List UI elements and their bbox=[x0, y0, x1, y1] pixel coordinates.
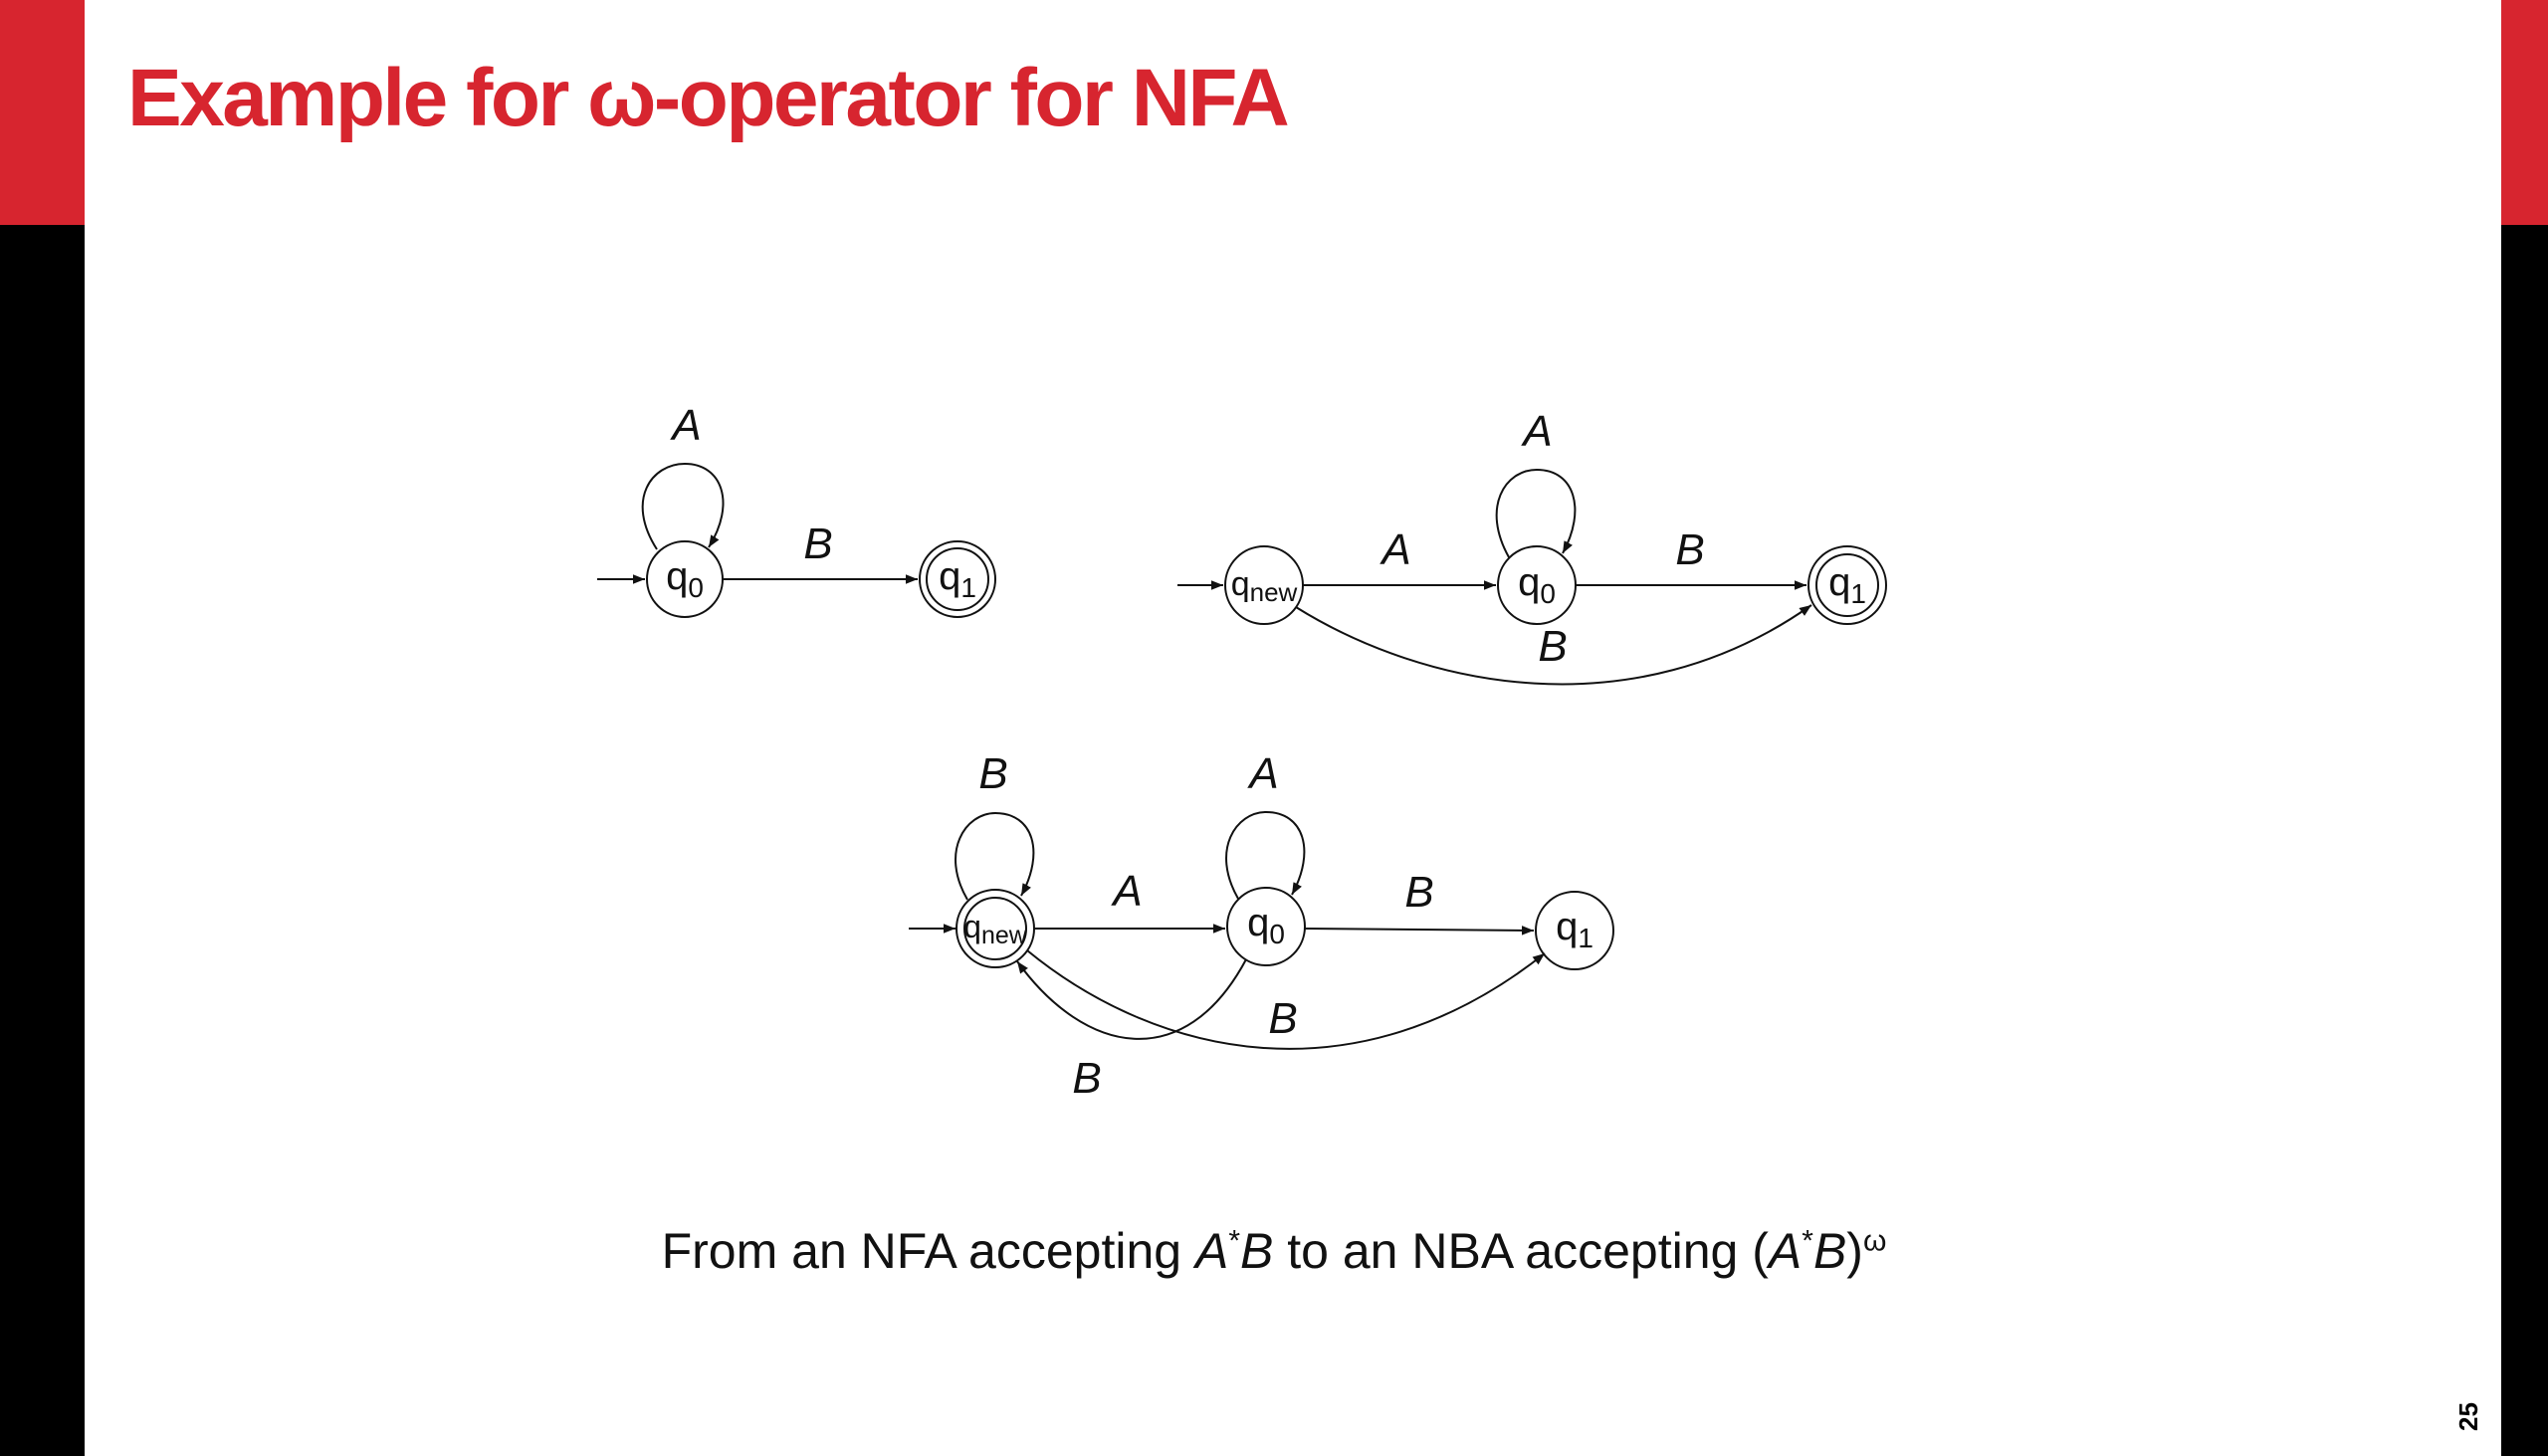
d1-state-q1 bbox=[919, 540, 996, 618]
d3-state-q1-label: q1 bbox=[1556, 905, 1593, 953]
page-number: 25 bbox=[2452, 1402, 2483, 1431]
d1-label-loop-q0: A bbox=[669, 401, 701, 450]
d1-label-q0-q1: B bbox=[803, 520, 832, 568]
d2-label-qnew-q0: A bbox=[1379, 525, 1410, 574]
d3-label-q0-qnew: B bbox=[1072, 1054, 1101, 1103]
diagram-nba bbox=[909, 810, 1614, 1050]
d2-label-loop-q0: A bbox=[1520, 407, 1552, 456]
figure-caption: From an NFA accepting A*B to an NBA acce… bbox=[661, 1223, 1887, 1279]
d2-state-q0-label: q0 bbox=[1518, 560, 1556, 609]
d3-label-loop-q0: A bbox=[1246, 749, 1278, 798]
d3-loop-q0 bbox=[1225, 810, 1306, 900]
d3-state-qnew-accepting-ring bbox=[963, 897, 1027, 960]
d3-state-q1 bbox=[1535, 891, 1614, 970]
d3-state-qnew-label: qnew bbox=[963, 909, 1028, 949]
right-accent-bar bbox=[2501, 0, 2548, 225]
d2-state-q1 bbox=[1807, 545, 1887, 625]
d2-edge-qnew-q1 bbox=[1295, 604, 1812, 686]
d3-label-qnew-q1: B bbox=[1268, 994, 1297, 1043]
d3-edge-q0-qnew bbox=[1016, 958, 1247, 1040]
d3-label-q0-q1: B bbox=[1404, 868, 1433, 917]
d3-loop-qnew bbox=[955, 811, 1035, 901]
d2-state-qnew-label: qnew bbox=[1231, 565, 1298, 607]
d3-edge-qnew-q1 bbox=[1026, 949, 1546, 1050]
d1-state-q1-label: q1 bbox=[939, 554, 976, 603]
slide-title: Example for ω-operator for NFA bbox=[127, 53, 1290, 143]
diagram-nfa bbox=[597, 462, 996, 618]
left-accent-bar bbox=[0, 0, 85, 225]
d3-label-loop-qnew: B bbox=[978, 749, 1007, 798]
slide-canvas bbox=[85, 0, 2501, 1456]
d1-state-q1-accepting-ring bbox=[926, 547, 989, 611]
d3-state-q0-label: q0 bbox=[1247, 901, 1285, 949]
d3-label-qnew-q0: A bbox=[1110, 867, 1142, 916]
d1-loop-q0 bbox=[641, 462, 725, 550]
d2-state-q1-label: q1 bbox=[1828, 560, 1866, 609]
d3-edge-q0-q1 bbox=[1304, 926, 1535, 936]
d2-state-q1-accepting-ring bbox=[1815, 553, 1879, 617]
d1-state-q0-label: q0 bbox=[666, 554, 704, 603]
d2-loop-q0 bbox=[1495, 468, 1577, 558]
diagram-nfa-with-new-start bbox=[1177, 468, 1887, 686]
d3-state-q0 bbox=[1226, 887, 1306, 966]
d2-label-qnew-q1: B bbox=[1538, 622, 1567, 671]
d2-label-q0-q1: B bbox=[1675, 525, 1704, 574]
